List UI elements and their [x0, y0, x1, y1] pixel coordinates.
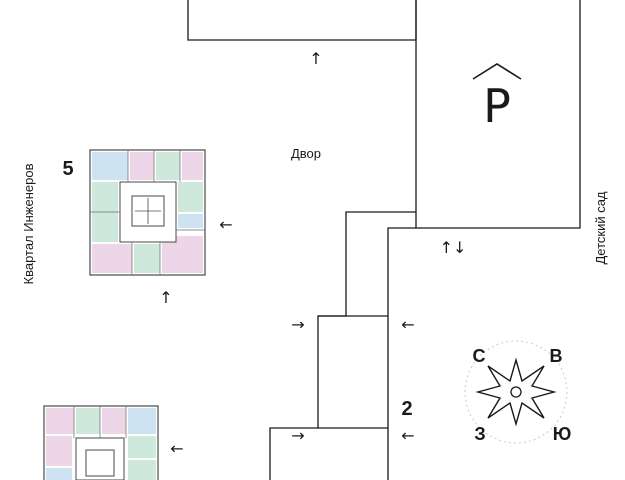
entrance-arrow-left: ← — [219, 215, 232, 234]
entrance-arrow-up: ↑ — [309, 49, 322, 68]
parking-entry-arrows: ↑↓ — [440, 238, 467, 257]
parking-icon: P — [472, 63, 522, 133]
entrance-arrow-left: ← — [401, 426, 414, 445]
building-2-number: 2 — [401, 398, 412, 420]
entrance-arrow-left: ← — [170, 439, 183, 458]
entrance-arrow-right: → — [291, 426, 304, 445]
entrance-arrow-left: ← — [401, 315, 414, 334]
compass-north: С — [473, 346, 486, 366]
entrance-arrow-up: ↑ — [159, 288, 172, 307]
compass-rose-icon: С В З Ю — [464, 340, 572, 444]
district-label: Квартал Инженеров — [21, 163, 36, 284]
building-4-floor-plan — [43, 405, 159, 480]
top-building-outline — [187, 0, 417, 41]
building-2-inner-outline — [387, 227, 416, 480]
compass-south: Ю — [553, 424, 572, 444]
parking-letter: P — [483, 79, 511, 133]
building-5-floor-plan — [89, 149, 206, 276]
kindergarten-label: Детский сад — [593, 191, 608, 264]
compass-west: З — [474, 424, 485, 444]
compass-east: В — [550, 346, 563, 366]
parking-lot-outline — [415, 0, 581, 229]
entrance-arrow-right: → — [291, 315, 304, 334]
courtyard-label: Двор — [291, 146, 321, 161]
building-5-number: 5 — [62, 158, 73, 180]
